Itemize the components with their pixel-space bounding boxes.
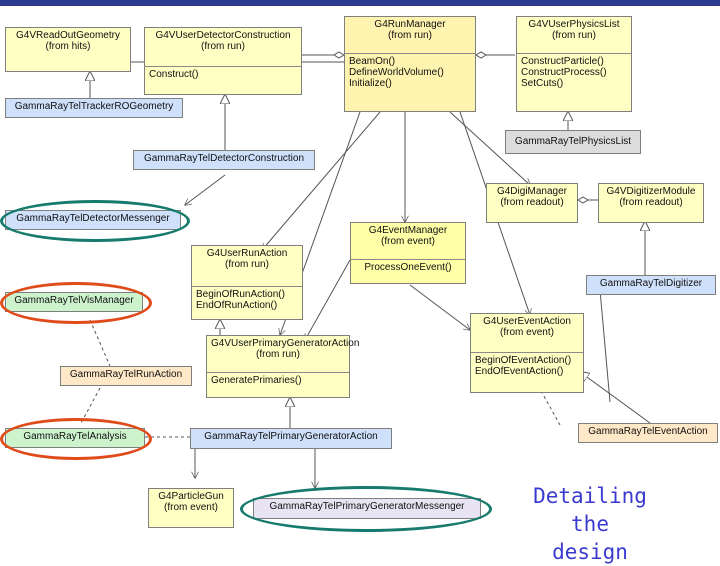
- class-operation: SetCuts(): [521, 78, 564, 89]
- class-operation: DefineWorldVolume(): [349, 67, 444, 78]
- class-name: G4UserRunAction: [206, 248, 288, 259]
- assoc-dc-messenger: [185, 174, 226, 205]
- class-name: GammaRayTelAnalysis: [23, 431, 127, 442]
- class-origin: (from run): [225, 259, 269, 270]
- class-origin: (from run): [201, 41, 245, 52]
- class-tracker-ro-geometry[interactable]: GammaRayTelTrackerROGeometry: [5, 98, 183, 118]
- class-name: GammaRayTelEventAction: [588, 426, 708, 437]
- class-origin: (from run): [552, 30, 596, 41]
- class-origin: (from readout): [619, 197, 683, 208]
- class-operation: EndOfEventAction(): [475, 366, 564, 377]
- class-name: GammaRayTelDetectorMessenger: [16, 213, 170, 224]
- class-name: G4VUserDetectorConstruction: [155, 30, 291, 41]
- class-origin: (from run): [388, 30, 432, 41]
- assoc-rm-digi: [449, 111, 530, 185]
- assoc-em-primgen: [305, 259, 351, 340]
- class-detector-construction[interactable]: GammaRayTelDetectorConstruction: [133, 150, 315, 170]
- assoc-eventaction-digitizer: [599, 289, 611, 403]
- class-digi-manager[interactable]: G4DigiManager(from readout): [486, 183, 578, 223]
- class-digitizer-module[interactable]: G4VDigitizerModule(from readout): [598, 183, 704, 223]
- class-operation: ConstructProcess(): [521, 67, 607, 78]
- class-event-action[interactable]: GammaRayTelEventAction: [578, 423, 718, 443]
- class-operation: Initialize(): [349, 78, 392, 89]
- class-user-event-action[interactable]: G4UserEventAction(from event) BeginOfEve…: [470, 313, 584, 393]
- class-name: GammaRayTelTrackerROGeometry: [14, 101, 174, 112]
- class-operation: ConstructParticle(): [521, 56, 604, 67]
- class-name: GammaRayTelRunAction: [69, 369, 183, 380]
- class-user-physics-list[interactable]: G4VUserPhysicsList(from run) ConstructPa…: [516, 16, 632, 112]
- caption-line: Detailing the: [533, 484, 647, 536]
- class-origin: (from event): [164, 502, 218, 513]
- dep-vis-runaction: [89, 319, 111, 367]
- dep-runaction-analysis: [79, 387, 101, 426]
- top-bar: [0, 0, 720, 6]
- class-operation: BeamOn(): [349, 56, 396, 67]
- class-name: G4VDigitizerModule: [606, 186, 696, 197]
- class-primary-generator-action-base[interactable]: G4VUserPrimaryGeneratorAction(from run) …: [206, 335, 360, 398]
- class-readout-geometry[interactable]: G4VReadOutGeometry(from hits): [5, 27, 131, 72]
- class-name: GammaRayTelPhysicsList: [514, 136, 632, 147]
- class-primary-generator-action[interactable]: GammaRayTelPrimaryGeneratorAction: [190, 428, 392, 449]
- class-analysis[interactable]: GammaRayTelAnalysis: [5, 428, 145, 448]
- class-name: G4EventManager: [368, 225, 448, 236]
- class-operation: EndOfRunAction(): [196, 300, 278, 311]
- class-physics-list[interactable]: GammaRayTelPhysicsList: [505, 130, 641, 154]
- class-name: GammaRayTelDigitizer: [599, 278, 703, 289]
- class-origin: (from run): [256, 349, 300, 360]
- class-name: G4RunManager: [374, 19, 446, 30]
- class-name: G4VReadOutGeometry: [16, 30, 120, 41]
- assoc-em-eventaction: [409, 284, 470, 330]
- class-origin: (from hits): [45, 41, 91, 52]
- class-name: GammaRayTelDetectorConstruction: [143, 153, 305, 164]
- caption: Detailing the design: [510, 482, 670, 566]
- inherit-event-action: [580, 372, 651, 424]
- class-name: G4VUserPhysicsList: [528, 19, 620, 30]
- class-run-manager[interactable]: G4RunManager(from run) BeamOn() DefineWo…: [344, 16, 476, 112]
- class-name: GammaRayTelPrimaryGeneratorAction: [204, 431, 378, 442]
- class-origin: (from event): [381, 236, 435, 247]
- class-name: G4ParticleGun: [158, 491, 224, 502]
- class-name: G4VUserPrimaryGeneratorAction: [211, 338, 360, 349]
- class-name: G4DigiManager: [496, 186, 568, 197]
- class-user-detector-construction[interactable]: G4VUserDetectorConstruction(from run) Co…: [144, 27, 302, 95]
- caption-line: design: [552, 540, 628, 564]
- class-operation: BeginOfEventAction(): [475, 355, 572, 366]
- class-detector-messenger[interactable]: GammaRayTelDetectorMessenger: [5, 210, 181, 230]
- class-digitizer[interactable]: GammaRayTelDigitizer: [586, 275, 716, 295]
- class-event-manager[interactable]: G4EventManager(from event) ProcessOneEve…: [350, 222, 466, 284]
- class-vis-manager[interactable]: GammaRayTelVisManager: [5, 292, 143, 312]
- class-user-run-action[interactable]: G4UserRunAction(from run) BeginOfRunActi…: [191, 245, 303, 320]
- class-origin: (from readout): [500, 197, 564, 208]
- assoc-rm-runaction: [262, 111, 381, 250]
- class-name: G4UserEventAction: [483, 316, 571, 327]
- class-origin: (from event): [500, 327, 554, 338]
- class-run-action[interactable]: GammaRayTelRunAction: [60, 366, 192, 386]
- class-operation: Construct(): [149, 69, 199, 80]
- class-primary-generator-messenger[interactable]: GammaRayTelPrimaryGeneratorMessenger: [253, 498, 481, 519]
- class-name: GammaRayTelPrimaryGeneratorMessenger: [269, 501, 465, 512]
- class-operation: ProcessOneEvent(): [364, 262, 452, 273]
- class-operation: GeneratePrimaries(): [211, 375, 302, 386]
- class-operation: BeginOfRunAction(): [196, 289, 285, 300]
- class-name: GammaRayTelVisManager: [14, 295, 134, 306]
- class-particle-gun[interactable]: G4ParticleGun(from event): [148, 488, 234, 528]
